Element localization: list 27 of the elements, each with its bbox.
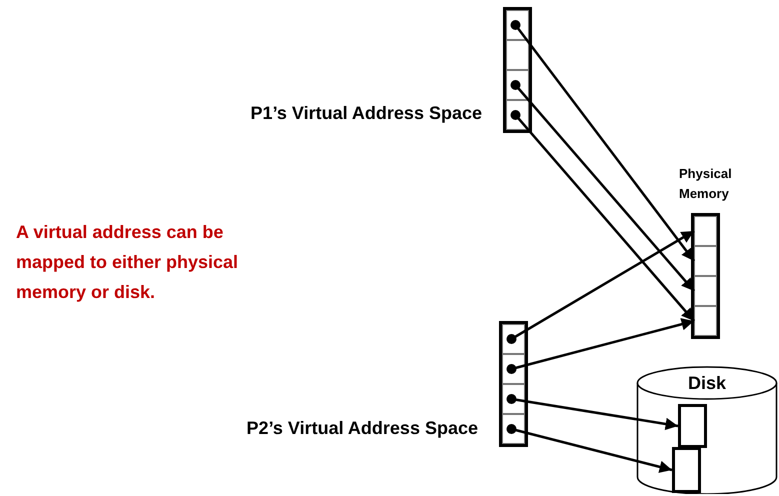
arrow: [506, 230, 695, 344]
address-space-label: P2’s Virtual Address Space: [246, 418, 478, 439]
memory-cell: [694, 216, 717, 246]
memory-column: [503, 7, 532, 133]
arrow: [510, 110, 695, 322]
memory-cell: [502, 414, 525, 444]
disk-label: Disk: [686, 372, 728, 394]
arrow: [510, 20, 695, 262]
memory-cell: [694, 246, 717, 276]
disk-block: [678, 404, 707, 448]
memory-cell: [506, 10, 529, 40]
memory-cell: [502, 354, 525, 384]
memory-cell: [694, 276, 717, 306]
arrow: [506, 424, 672, 473]
memory-heading: Physical Memory: [679, 165, 733, 203]
address-space-label: P1’s Virtual Address Space: [250, 103, 482, 124]
note-text: A virtual address can be mapped to either physical memory or disk.: [16, 221, 240, 304]
arrow: [510, 80, 695, 292]
memory-cell: [506, 70, 529, 100]
memory-cell: [502, 324, 525, 354]
memory-cell: [506, 100, 529, 130]
arrow: [506, 394, 678, 430]
memory-cell: [506, 40, 529, 70]
memory-cell: [694, 306, 717, 336]
disk-block: [672, 447, 701, 493]
memory-cell: [502, 384, 525, 414]
arrow: [506, 318, 694, 374]
